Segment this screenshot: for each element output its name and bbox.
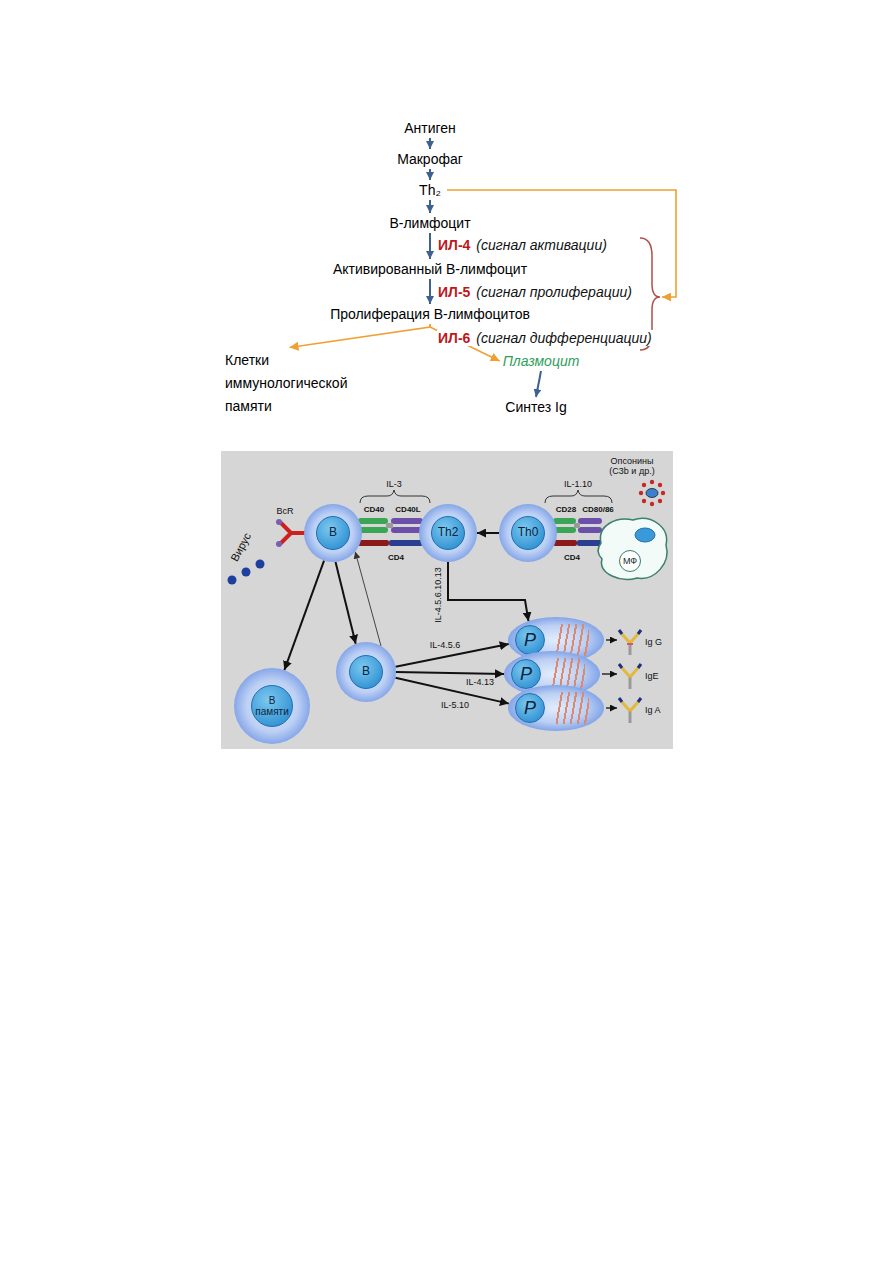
connector bbox=[429, 233, 431, 259]
connector bbox=[290, 324, 431, 348]
plasma-cell: P bbox=[508, 685, 604, 731]
bcr-receptor bbox=[276, 519, 306, 547]
cytokine-label: IL-3 bbox=[386, 479, 402, 489]
cell-name: B bbox=[316, 516, 350, 550]
connector bbox=[355, 552, 381, 646]
cell-name: P bbox=[511, 659, 541, 689]
step-text: Пролиферация В-лимфоцитов bbox=[330, 306, 530, 322]
step-text: Клетки иммунологической памяти bbox=[225, 352, 347, 414]
connector bbox=[429, 138, 431, 149]
signal-note: (сигнал пролиферации) bbox=[475, 284, 633, 300]
flow-step: Синтез Ig bbox=[502, 397, 569, 417]
cell-name: P bbox=[515, 625, 545, 655]
antibody-label: Ig A bbox=[645, 705, 661, 715]
cell-name: В памяти bbox=[251, 685, 293, 727]
connector bbox=[429, 200, 431, 213]
flow-step: Th₂ bbox=[416, 180, 444, 200]
cell-name: P bbox=[515, 693, 545, 723]
cell-name: B bbox=[349, 655, 383, 689]
antibody-icon bbox=[619, 698, 641, 723]
marker-label: CD28 bbox=[556, 505, 576, 514]
marker-label: CD80/86 bbox=[582, 505, 614, 514]
marker-label: CD40L bbox=[395, 505, 420, 514]
cell-name: Th2 bbox=[431, 516, 465, 550]
signal-note: (сигнал дифференциации) bbox=[475, 330, 652, 346]
connector bbox=[536, 371, 541, 397]
marker-label: CD4 bbox=[564, 553, 580, 562]
flow-step: Плазмоцит bbox=[500, 351, 583, 371]
step-text: В-лимфоцит bbox=[389, 215, 470, 231]
connector bbox=[429, 279, 431, 304]
signal-name: ИЛ-4 bbox=[437, 237, 471, 253]
macrophage-nucleus bbox=[635, 528, 655, 542]
connector bbox=[284, 561, 324, 670]
virus-particles bbox=[228, 560, 265, 585]
cytokine-label: IL-4.5.6 bbox=[430, 640, 461, 650]
opsonin-label: Опсонины (С3b и др.) bbox=[604, 456, 660, 477]
receptor-label: BcR bbox=[276, 506, 293, 516]
connector bbox=[336, 562, 356, 644]
step-text: Активированный В-лимфоцит bbox=[333, 261, 527, 277]
antibody-icon bbox=[619, 630, 641, 655]
th0-cell: Th0 bbox=[499, 504, 557, 562]
connector bbox=[396, 672, 504, 674]
secretion-arrows bbox=[602, 640, 617, 708]
signal-name: ИЛ-6 bbox=[437, 330, 471, 346]
b-cell: B bbox=[336, 642, 396, 702]
brace bbox=[545, 490, 612, 503]
virus-label: Вирус bbox=[228, 531, 253, 564]
step-text: Th₂ bbox=[419, 182, 441, 198]
signal-name: ИЛ-5 bbox=[437, 284, 471, 300]
brace bbox=[360, 490, 430, 503]
macrophage-body bbox=[598, 519, 667, 580]
flow-step: Активированный В-лимфоцит bbox=[330, 259, 530, 279]
step-text: Плазмоцит bbox=[503, 353, 580, 369]
marker-label: CD4 bbox=[388, 553, 404, 562]
cell-name: МФ bbox=[619, 550, 641, 572]
th2-cell: Th2 bbox=[419, 504, 477, 562]
macrophage-outline bbox=[593, 513, 671, 583]
macrophage: МФ bbox=[593, 513, 671, 583]
panel-ground bbox=[221, 451, 673, 749]
cell-name: Th0 bbox=[511, 516, 545, 550]
marker-label: CD40 bbox=[364, 505, 384, 514]
connector bbox=[429, 169, 431, 180]
cytokine-label: IL-4.5.6.10.13 bbox=[433, 567, 443, 623]
receptor-pairs bbox=[358, 518, 423, 546]
receptor-pairs bbox=[553, 518, 602, 546]
cytokine-label: IL-1.10 bbox=[564, 479, 592, 489]
connector bbox=[477, 532, 499, 534]
antibody-label: Ig G bbox=[645, 637, 662, 647]
step-text: Антиген bbox=[404, 120, 456, 136]
antibody-label: IgE bbox=[645, 671, 659, 681]
step-text: Синтез Ig bbox=[505, 399, 566, 415]
flow-step: В-лимфоцит bbox=[386, 213, 473, 233]
cytokine-label: IL-4.13 bbox=[466, 677, 494, 687]
opsonin-icon bbox=[639, 480, 665, 506]
step-text: Макрофаг bbox=[397, 151, 463, 167]
signal-note: (сигнал активации) bbox=[475, 237, 608, 253]
signal-route bbox=[447, 190, 676, 297]
connector bbox=[448, 562, 528, 621]
flow-step: Антиген bbox=[401, 118, 459, 138]
reticulum-stripes bbox=[556, 692, 589, 723]
connector bbox=[395, 678, 508, 704]
cytokine-label: IL-5.10 bbox=[441, 700, 469, 710]
memory-b-cell: В памяти bbox=[234, 668, 310, 744]
flow-step: Клетки иммунологической памяти bbox=[222, 348, 357, 419]
b-cell: B bbox=[304, 504, 362, 562]
antibody-icon bbox=[619, 664, 641, 689]
flow-step: Макрофаг bbox=[394, 149, 466, 169]
flow-step: Пролиферация В-лимфоцитов bbox=[327, 304, 533, 324]
